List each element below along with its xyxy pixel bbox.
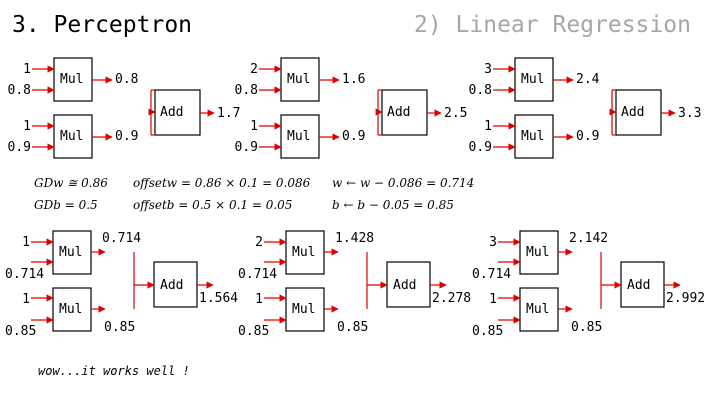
product-1: 2.142 xyxy=(569,231,609,246)
input-x2: 1 xyxy=(22,292,30,307)
input-w1: 0.714 xyxy=(238,267,278,282)
add-label: Add xyxy=(627,278,651,293)
input-w1: 0.714 xyxy=(472,267,512,282)
result-note: wow...it works well ! xyxy=(38,364,190,378)
gd-b-equation: GDb = 0.5 xyxy=(34,198,98,212)
input-w2: 0.85 xyxy=(472,324,504,339)
input-w1: 0.8 xyxy=(468,83,492,98)
product-1: 2.4 xyxy=(576,72,600,87)
input-x1: 1 xyxy=(23,62,31,77)
page-title: 3. Perceptron xyxy=(12,12,193,38)
mul-label: Mul xyxy=(287,72,311,87)
product-1: 0.714 xyxy=(102,231,142,246)
sum-output: 3.3 xyxy=(678,106,702,121)
input-x1: 3 xyxy=(484,62,492,77)
add-box xyxy=(615,89,662,136)
input-x1: 2 xyxy=(250,62,258,77)
sum-output: 2.278 xyxy=(432,291,472,306)
add-label: Add xyxy=(160,105,184,120)
add-label: Add xyxy=(387,105,411,120)
gd-w-equation: GDw ≅ 0.86 xyxy=(34,176,108,190)
mul-label: Mul xyxy=(60,72,84,87)
input-w2: 0.9 xyxy=(7,140,31,155)
mul-label: Mul xyxy=(59,302,83,317)
add-box xyxy=(153,261,198,308)
mul-label: Mul xyxy=(521,72,545,87)
input-x2: 1 xyxy=(23,119,31,134)
sum-output: 1.7 xyxy=(217,106,241,121)
product-1: 1.428 xyxy=(335,231,375,246)
mul-label: Mul xyxy=(521,129,545,144)
mul-box xyxy=(53,57,93,102)
product-2: 0.9 xyxy=(115,129,139,144)
add-box xyxy=(381,89,428,136)
sum-output: 1.564 xyxy=(199,291,239,306)
mul-box xyxy=(514,114,554,159)
mul-box xyxy=(285,230,325,275)
mul-label: Mul xyxy=(287,129,311,144)
offset-w-equation: offsetw = 0.86 × 0.1 = 0.086 xyxy=(133,176,311,190)
sum-output: 2.5 xyxy=(444,106,468,121)
mul-label: Mul xyxy=(292,302,316,317)
input-w2: 0.9 xyxy=(468,140,492,155)
product-1: 1.6 xyxy=(342,72,366,87)
input-w1: 0.8 xyxy=(7,83,31,98)
input-x1: 1 xyxy=(22,235,30,250)
page-subtitle: 2) Linear Regression xyxy=(414,12,691,38)
input-w2: 0.85 xyxy=(238,324,270,339)
mul-box xyxy=(285,287,325,332)
input-x1: 2 xyxy=(255,235,263,250)
offset-b-equation: offsetb = 0.5 × 0.1 = 0.05 xyxy=(133,198,293,212)
product-2: 0.85 xyxy=(337,320,369,335)
input-x2: 1 xyxy=(484,119,492,134)
input-w1: 0.714 xyxy=(5,267,45,282)
input-x2: 1 xyxy=(250,119,258,134)
product-2: 0.85 xyxy=(104,320,136,335)
input-x2: 1 xyxy=(255,292,263,307)
product-2: 0.9 xyxy=(576,129,600,144)
add-label: Add xyxy=(160,278,184,293)
product-1: 0.8 xyxy=(115,72,139,87)
product-2: 0.85 xyxy=(571,320,603,335)
mul-label: Mul xyxy=(526,302,550,317)
add-label: Add xyxy=(393,278,417,293)
w-update-equation: w ← w − 0.086 = 0.714 xyxy=(332,176,475,190)
mul-label: Mul xyxy=(292,245,316,260)
product-2: 0.9 xyxy=(342,129,366,144)
input-w2: 0.85 xyxy=(5,324,37,339)
mul-box xyxy=(52,230,92,275)
input-w1: 0.8 xyxy=(234,83,258,98)
mul-box xyxy=(519,287,559,332)
input-x2: 1 xyxy=(489,292,497,307)
mul-label: Mul xyxy=(526,245,550,260)
mul-label: Mul xyxy=(60,129,84,144)
input-w2: 0.9 xyxy=(234,140,258,155)
b-update-equation: b ← b − 0.05 = 0.85 xyxy=(332,198,454,212)
sum-output: 2.992 xyxy=(666,291,706,306)
add-label: Add xyxy=(621,105,645,120)
input-x1: 3 xyxy=(489,235,497,250)
mul-label: Mul xyxy=(59,245,83,260)
mul-box xyxy=(52,287,92,332)
mul-box xyxy=(519,230,559,275)
